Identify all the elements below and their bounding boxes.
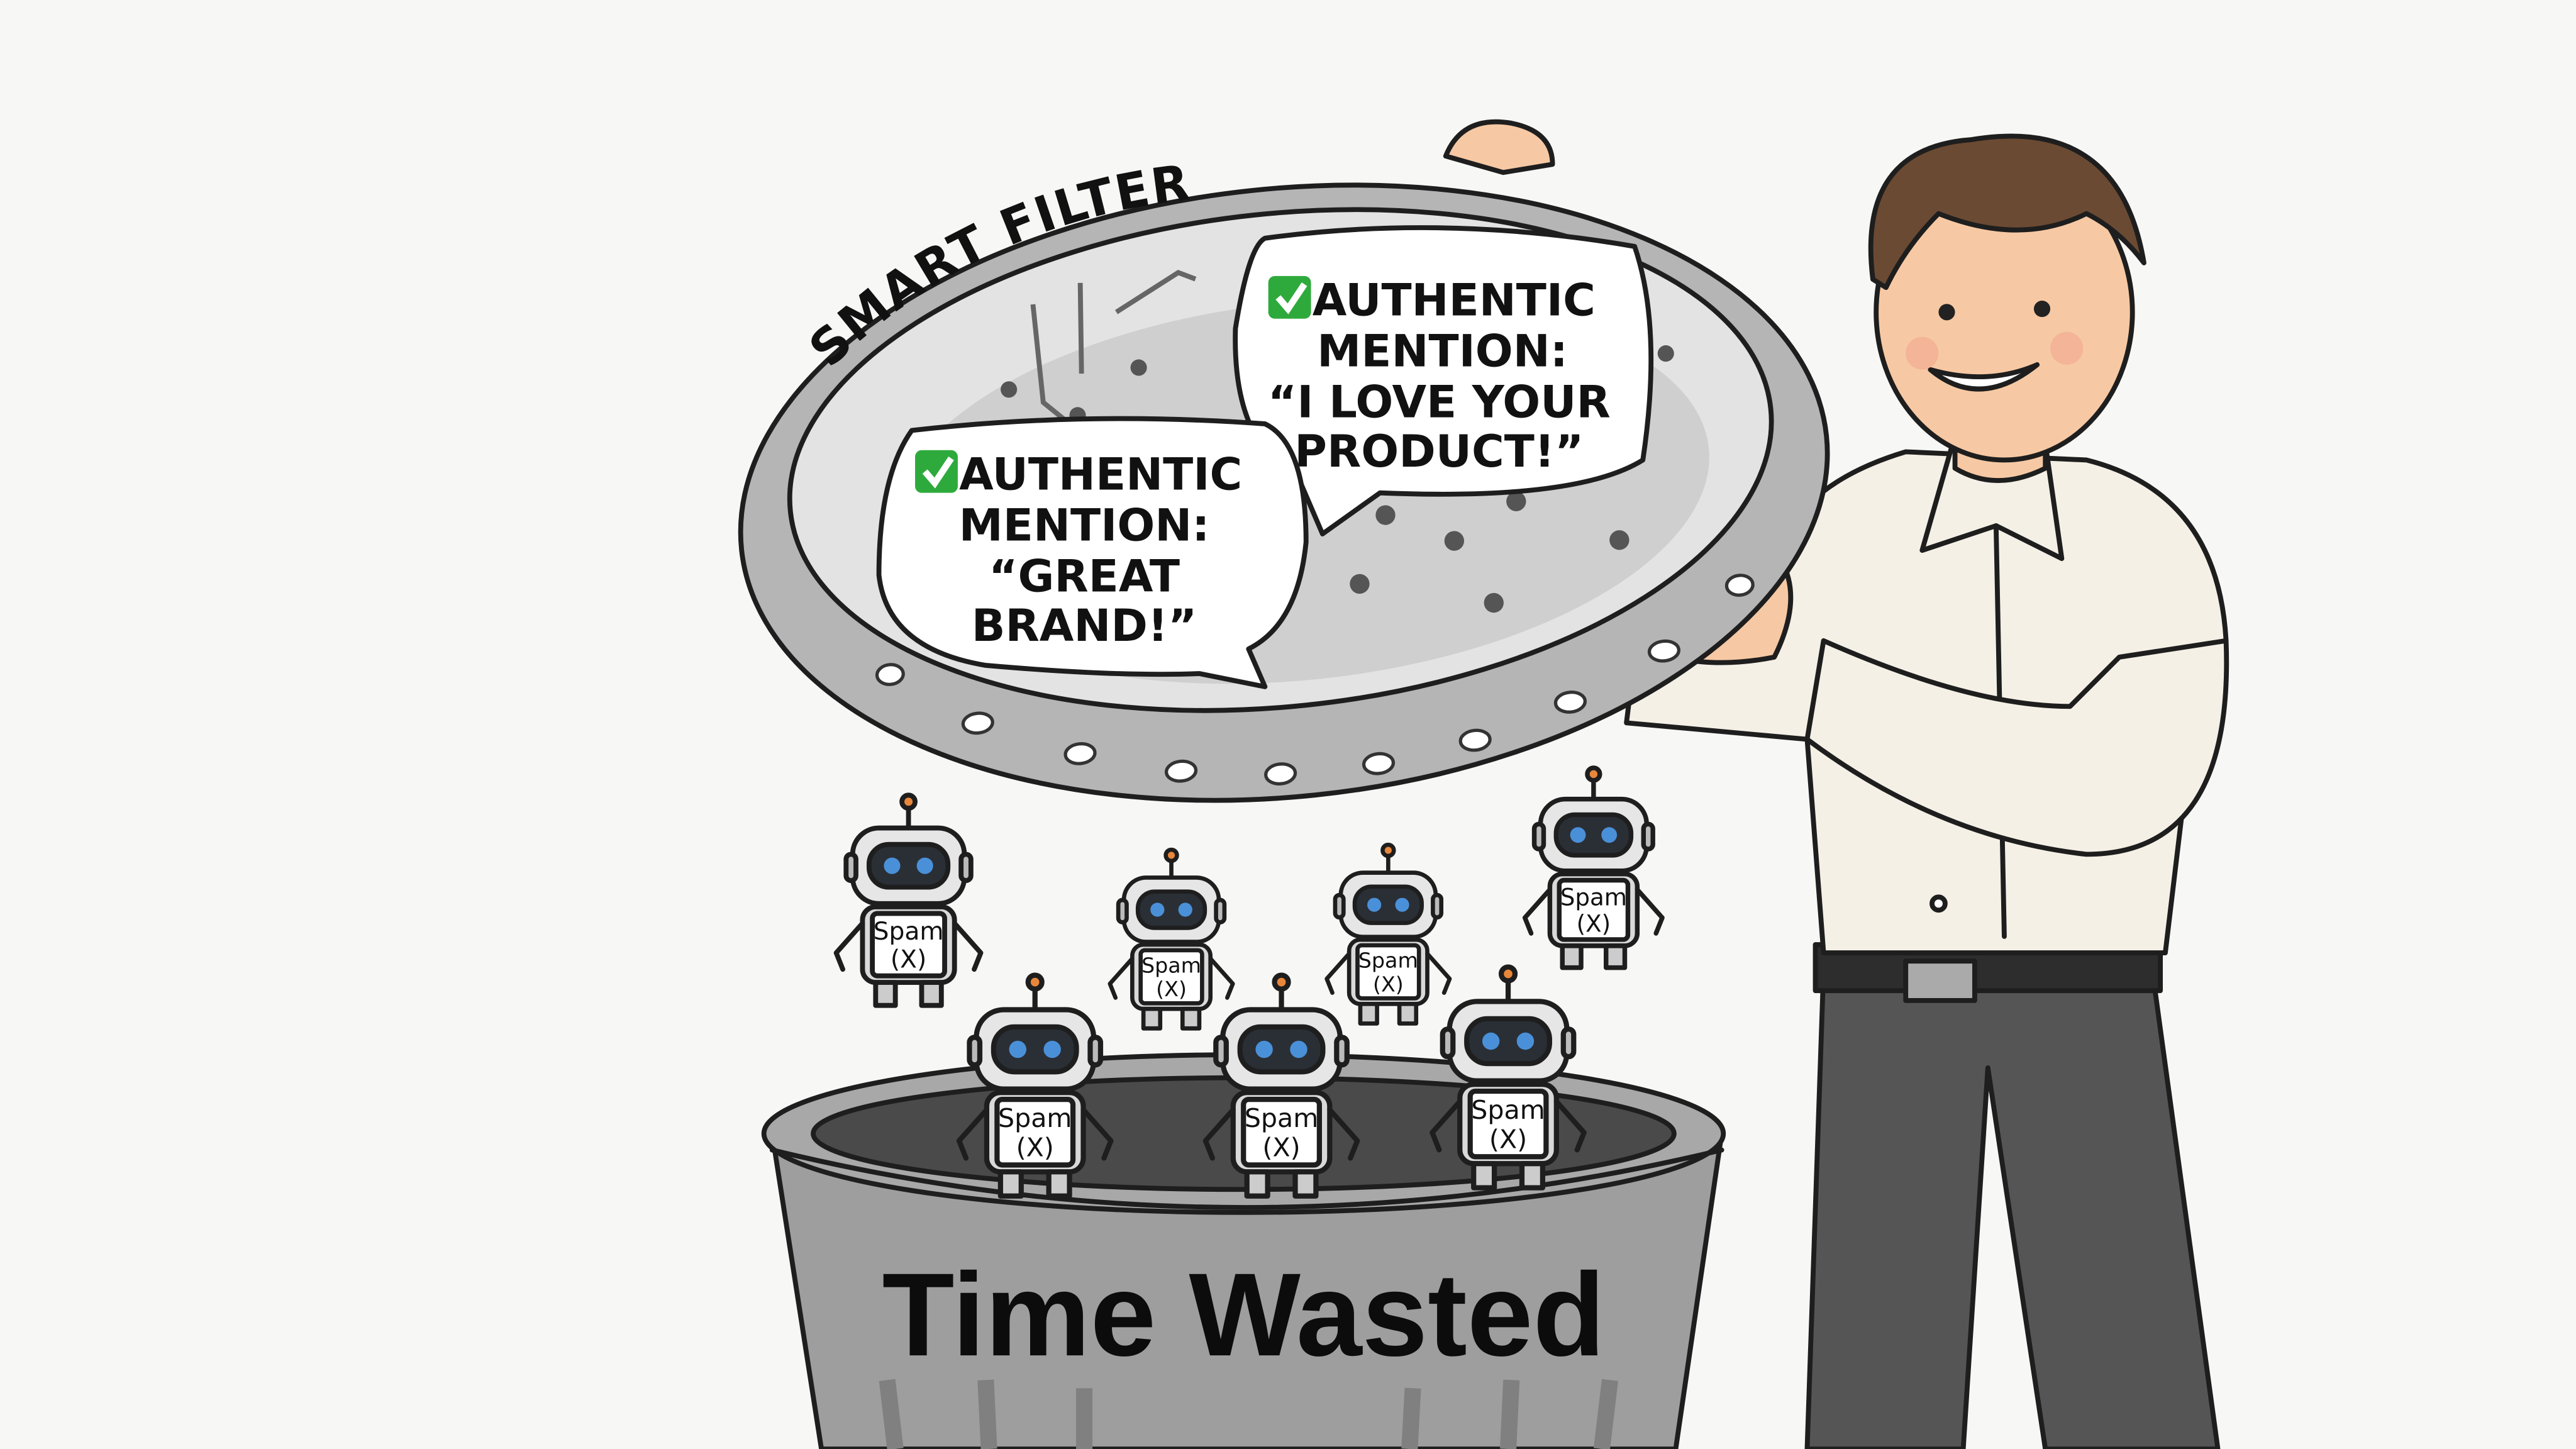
spam-robot: Spam(X) bbox=[1327, 845, 1450, 1023]
svg-text:“I LOVE YOUR: “I LOVE YOUR bbox=[1268, 377, 1611, 428]
spam-label: Spam bbox=[1141, 953, 1201, 977]
svg-text:“GREAT: “GREAT bbox=[989, 550, 1180, 602]
belt-buckle bbox=[1903, 958, 1977, 1003]
svg-text:MENTION:: MENTION: bbox=[1317, 326, 1568, 377]
spam-robot: Spam(X) bbox=[836, 795, 981, 1005]
svg-text:BRAND!”: BRAND!” bbox=[972, 600, 1197, 652]
spam-label: (X) bbox=[1016, 1133, 1054, 1163]
svg-text:AUTHENTIC: AUTHENTIC bbox=[1313, 275, 1596, 326]
spam-robots: Spam(X)Spam(X)Spam(X)Spam(X)Spam(X)Spam(… bbox=[836, 768, 1662, 1196]
spam-robot: Spam(X) bbox=[1206, 975, 1357, 1196]
spam-label: (X) bbox=[1156, 977, 1187, 1001]
svg-text:MENTION:: MENTION: bbox=[959, 499, 1210, 551]
spam-label: (X) bbox=[1577, 910, 1611, 938]
trash-label: Time Wasted bbox=[882, 1248, 1606, 1380]
spam-label: Spam bbox=[874, 918, 944, 946]
spam-robot: Spam(X) bbox=[959, 975, 1111, 1196]
spam-robot: Spam(X) bbox=[1432, 967, 1584, 1188]
hand-left bbox=[1443, 119, 1555, 175]
rim-holes bbox=[875, 574, 1755, 786]
spam-label: (X) bbox=[1373, 972, 1404, 996]
spam-robot: Spam(X) bbox=[1110, 850, 1233, 1028]
speech-bubble-2: AUTHENTIC MENTION: “GREAT BRAND!” bbox=[876, 416, 1309, 689]
spam-label: Spam bbox=[1560, 883, 1627, 911]
spam-label: (X) bbox=[1489, 1124, 1527, 1155]
spam-label: Spam bbox=[1358, 948, 1418, 973]
spam-robot: Spam(X) bbox=[1525, 768, 1662, 968]
svg-text:PRODUCT!”: PRODUCT!” bbox=[1294, 426, 1584, 477]
spam-label: Spam bbox=[1471, 1095, 1545, 1125]
spam-label: (X) bbox=[1262, 1133, 1300, 1163]
spam-label: Spam bbox=[998, 1103, 1072, 1133]
svg-text:AUTHENTIC: AUTHENTIC bbox=[959, 448, 1242, 500]
spam-label: Spam bbox=[1245, 1103, 1318, 1133]
spam-label: (X) bbox=[891, 946, 926, 974]
speech-bubble-1: AUTHENTIC MENTION: “I LOVE YOUR PRODUCT!… bbox=[1233, 225, 1654, 536]
